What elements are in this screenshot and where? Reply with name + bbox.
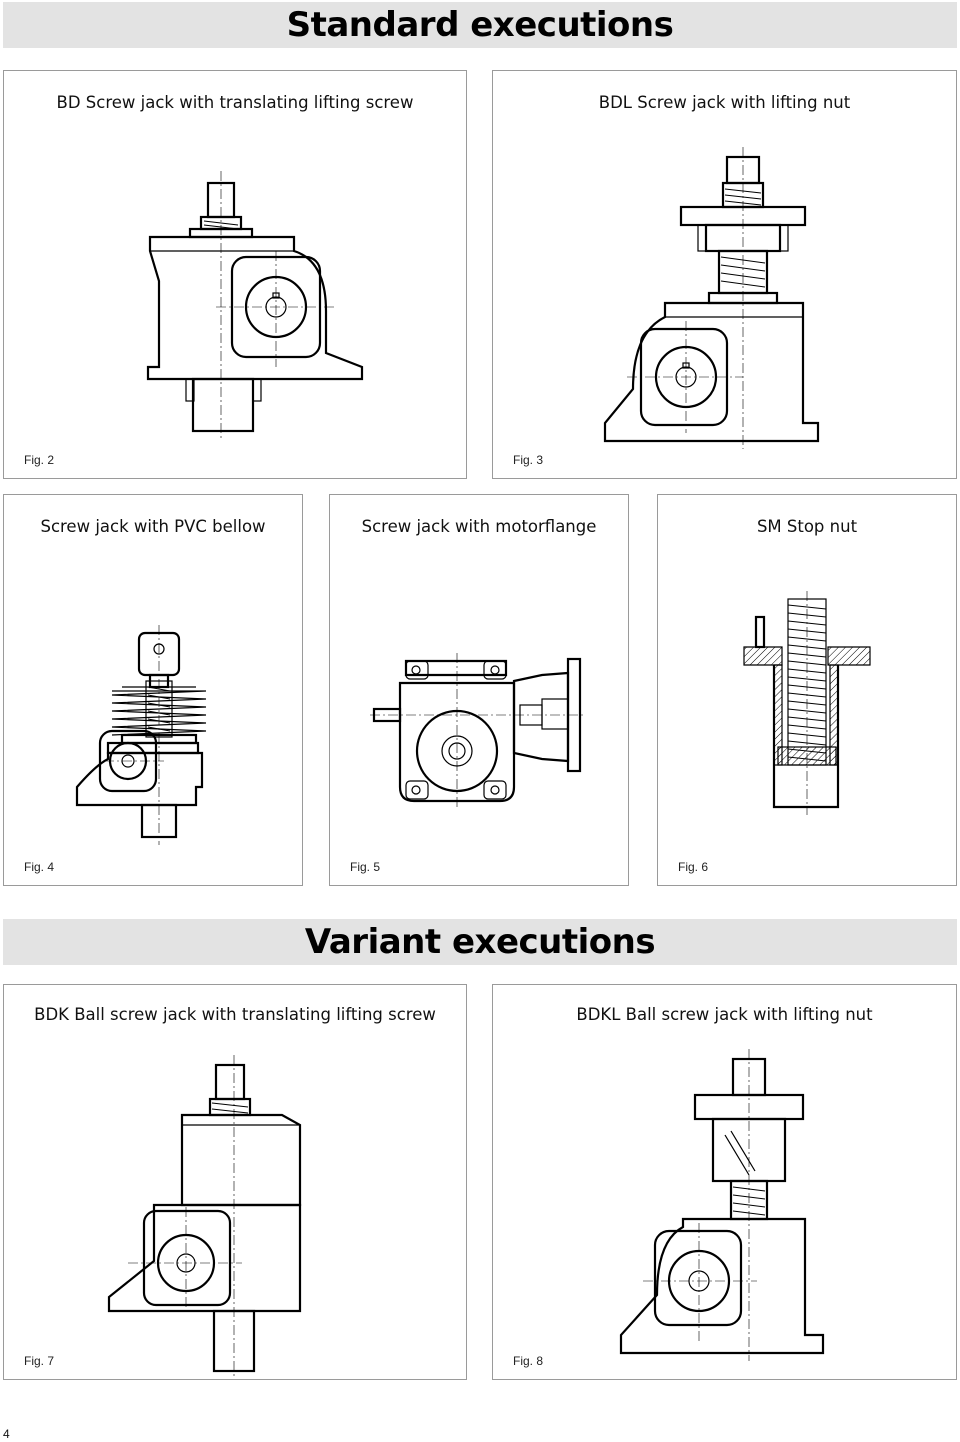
figure-title: BDKL Ball screw jack with lifting nut (576, 1005, 873, 1024)
figure-label: Fig. 8 (513, 1354, 544, 1368)
figure-panel-bd: BD Screw jack with translating lifting s… (3, 70, 467, 479)
bdk-ball-screw-jack-drawing (107, 1055, 302, 1377)
figure-label: Fig. 4 (24, 860, 55, 874)
figure-label: Fig. 5 (350, 860, 381, 874)
figure-title: SM Stop nut (756, 517, 858, 536)
figure-label: Fig. 3 (513, 453, 544, 467)
motorflange-jack-drawing (370, 653, 586, 809)
section-banner-standard: Standard executions (3, 2, 957, 48)
figure-panel-bdkl: BDKL Ball screw jack with lifting nut Fi… (492, 984, 957, 1380)
figure-panel-pvc-bellow: Screw jack with PVC bellow Fig. 4 (3, 494, 303, 886)
bd-screw-jack-drawing (146, 171, 364, 441)
page-number: 4 (3, 1427, 10, 1441)
pvc-bellow-jack-drawing (75, 625, 207, 845)
section-banner-variant: Variant executions (3, 919, 957, 965)
figure-label: Fig. 7 (24, 1354, 55, 1368)
figure-title: BDL Screw jack with lifting nut (598, 93, 851, 112)
figure-panel-bdl: BDL Screw jack with lifting nut Fig. 3 (492, 70, 957, 479)
section-title-standard: Standard executions (286, 5, 674, 45)
figure-title: BD Screw jack with translating lifting s… (56, 93, 414, 112)
figure-label: Fig. 2 (24, 453, 55, 467)
figure-title: Screw jack with motorflange (361, 517, 597, 536)
figure-panel-stop-nut: SM Stop nut Fig. 6 (657, 494, 957, 886)
bdkl-ball-screw-jack-drawing (619, 1049, 825, 1361)
figure-label: Fig. 6 (678, 860, 709, 874)
section-title-variant: Variant executions (304, 922, 656, 962)
stop-nut-drawing (743, 591, 871, 815)
figure-title: BDK Ball screw jack with translating lif… (34, 1005, 436, 1024)
figure-panel-bdk: BDK Ball screw jack with translating lif… (3, 984, 467, 1380)
figure-title: Screw jack with PVC bellow (40, 517, 266, 536)
figure-panel-motorflange: Screw jack with motorflange Fig. 5 (329, 494, 629, 886)
bdl-screw-jack-drawing (603, 147, 820, 449)
